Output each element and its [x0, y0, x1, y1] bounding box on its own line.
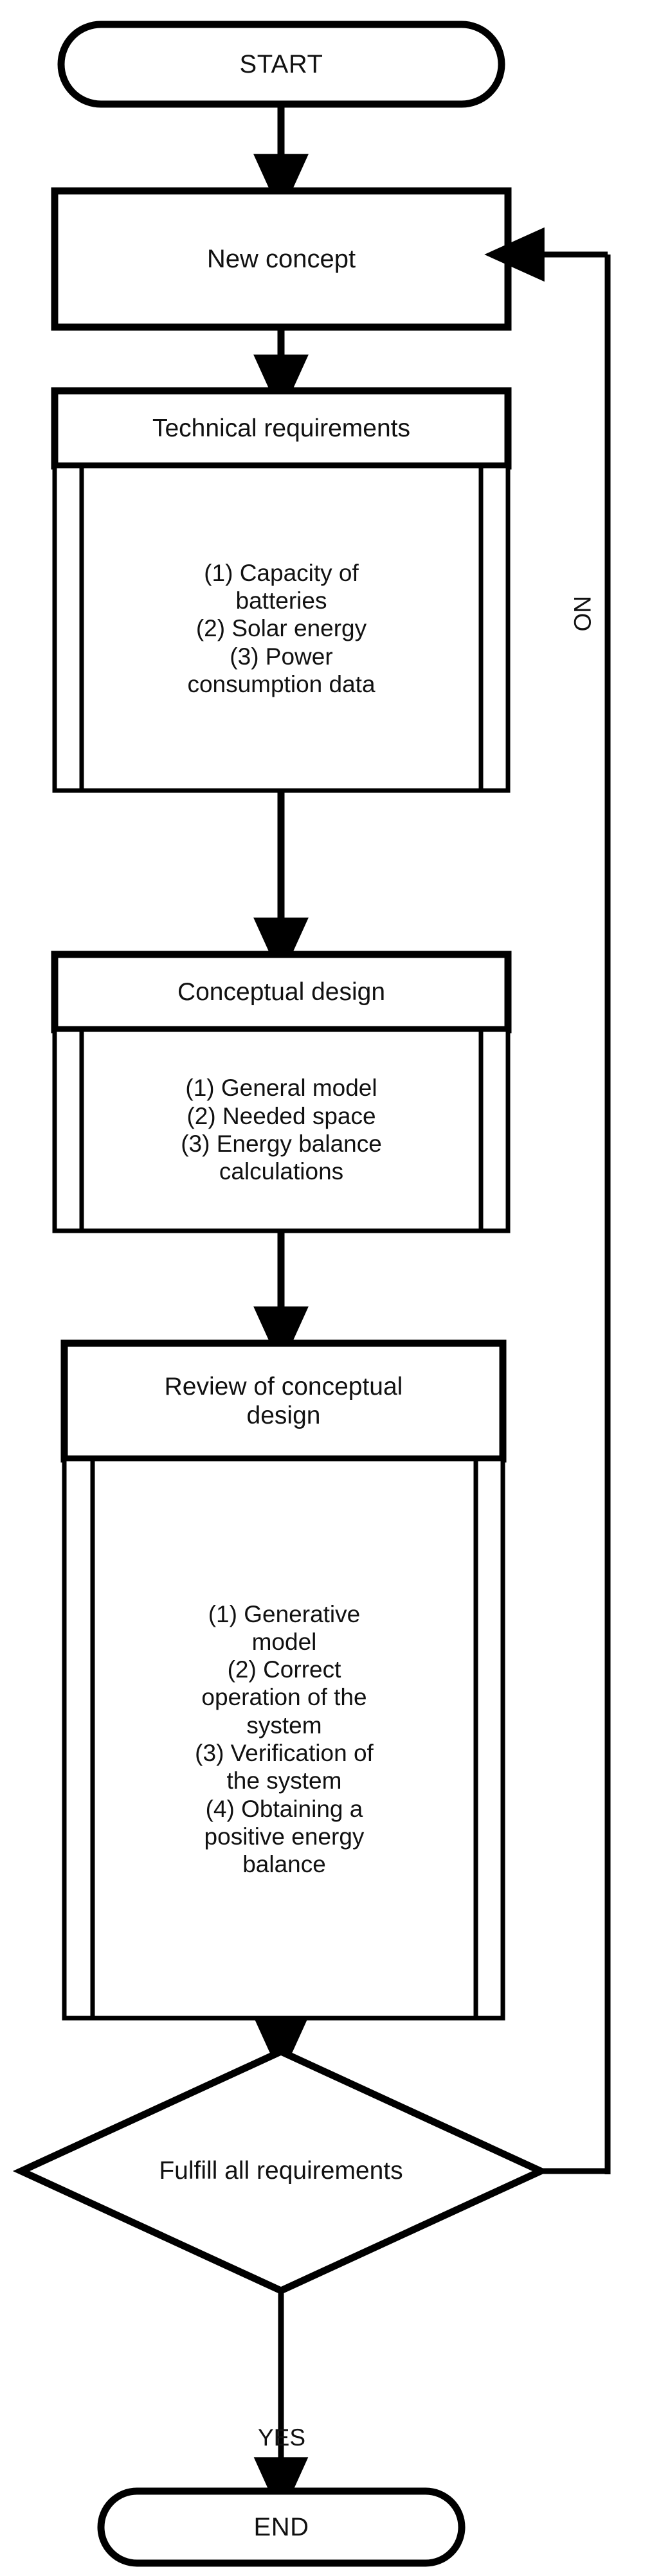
end-node-shape — [97, 2487, 466, 2567]
review-conceptual-design-node-shape — [60, 1339, 507, 2021]
technical-requirements-node-shape — [51, 387, 512, 793]
conceptual-design-node-shape — [51, 951, 512, 1233]
decision-node[interactable] — [21, 2052, 541, 2291]
technical-requirements-node[interactable] — [55, 391, 508, 791]
end-node[interactable] — [101, 2491, 462, 2563]
edge-decision-to-new-concept-no-loop — [484, 227, 611, 2174]
new-concept-node-shape — [51, 187, 512, 331]
conceptual-design-node[interactable] — [55, 954, 508, 1231]
review-conceptual-design-node[interactable] — [64, 1343, 503, 2018]
start-node[interactable] — [61, 24, 502, 104]
new-concept-node[interactable] — [55, 191, 508, 327]
